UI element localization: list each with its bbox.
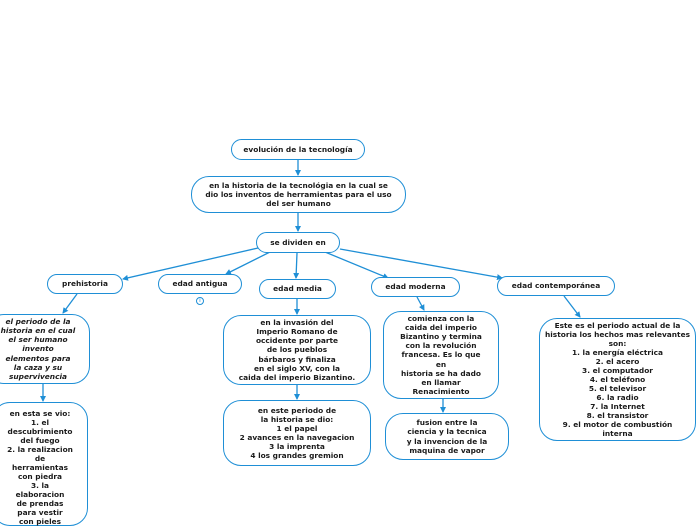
node-definition[interactable]: en la historia de la tecnológia en la cu… bbox=[191, 176, 406, 213]
link-divided-edad-moderna bbox=[324, 251, 389, 279]
node-prehistoria[interactable]: prehistoria bbox=[47, 274, 123, 294]
link-prehistoria-desc bbox=[62, 293, 78, 314]
node-se-dividen-en[interactable]: se dividen en bbox=[256, 232, 340, 253]
link-divided-prehistoria bbox=[122, 247, 259, 281]
node-edad-moderna-desc[interactable]: comienza con la caida del imperio Bizant… bbox=[383, 311, 499, 399]
node-root[interactable]: evolución de la tecnología bbox=[231, 139, 365, 160]
node-edad-media-desc[interactable]: en la invasión del Imperio Romano de occ… bbox=[223, 315, 371, 385]
note-icon[interactable]: i bbox=[196, 297, 204, 305]
link-edad-contemporanea-desc bbox=[563, 295, 581, 318]
node-edad-moderna-list[interactable]: fusion entre la ciencia y la tecnica y l… bbox=[385, 413, 509, 460]
node-edad-contemporanea[interactable]: edad contemporánea bbox=[497, 276, 615, 296]
node-edad-media-list[interactable]: en este periodo de la historia se dio: 1… bbox=[223, 400, 371, 466]
node-prehistoria-list[interactable]: en esta se vio: 1. el descubrimiento del… bbox=[0, 402, 88, 526]
link-divided-edad-antigua bbox=[225, 251, 271, 275]
link-divided-edad-media bbox=[293, 252, 300, 279]
node-edad-contemporanea-desc[interactable]: Este es el periodo actual de la historia… bbox=[539, 318, 696, 441]
node-edad-media[interactable]: edad media bbox=[259, 279, 336, 299]
node-edad-moderna[interactable]: edad moderna bbox=[371, 277, 460, 297]
node-edad-antigua[interactable]: edad antigua bbox=[158, 274, 242, 294]
link-edad-moderna-desc bbox=[416, 296, 425, 311]
node-prehistoria-desc[interactable]: el periodo de la historia en el cual el … bbox=[0, 314, 90, 384]
link-divided-edad-contemporanea bbox=[339, 248, 503, 281]
